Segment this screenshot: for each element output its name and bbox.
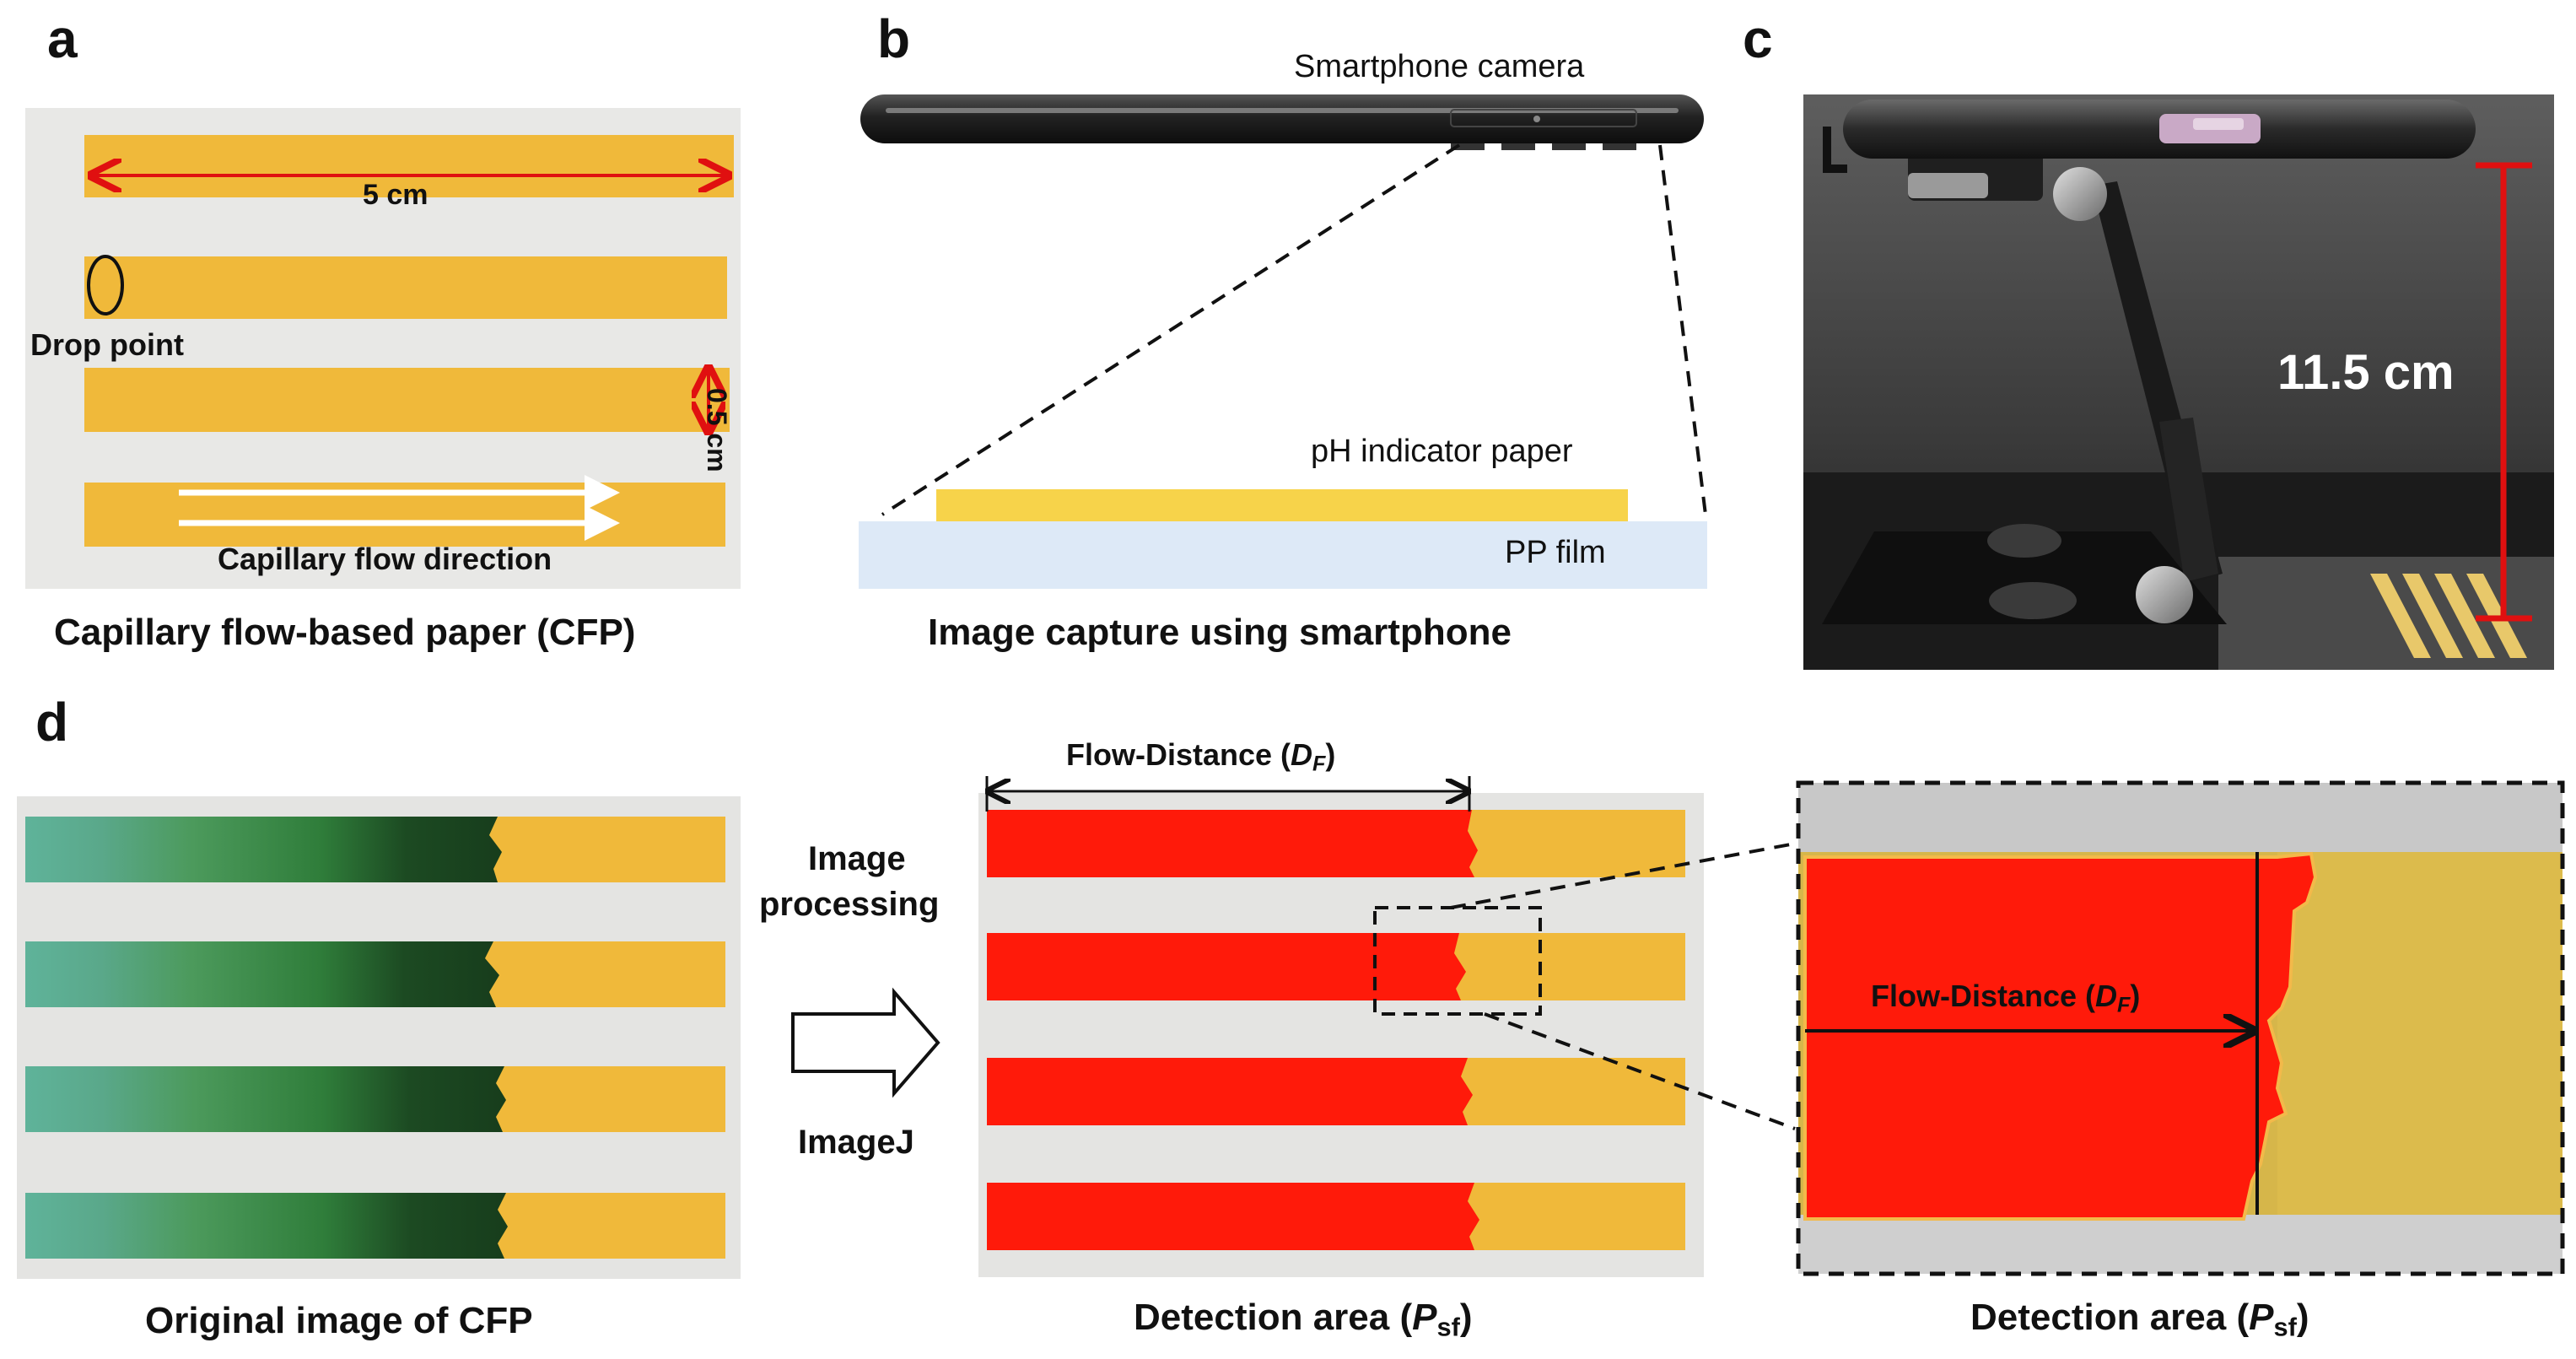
panel-d-zoom <box>1796 780 2565 1276</box>
panel-letter-c: c <box>1743 8 1773 69</box>
detection-caption-middle: Detection area (Psf) <box>1134 1299 1473 1340</box>
panel-d-original <box>17 796 741 1279</box>
zoom-connector-top <box>1450 842 1796 909</box>
detection-suffix-right: ) <box>2296 1297 2309 1338</box>
panel-letter-d: d <box>35 692 69 752</box>
panel-letter-b: b <box>877 8 911 69</box>
panel-b-caption: Image capture using smartphone <box>928 612 1512 653</box>
indicator-paper-label: pH indicator paper <box>1311 434 1573 469</box>
panel-c-photo <box>1803 94 2554 670</box>
panel-letter-a: a <box>47 8 78 69</box>
detection-prefix: Detection area ( <box>1134 1297 1413 1338</box>
original-caption: Original image of CFP <box>145 1300 533 1341</box>
panel-d-detection <box>978 776 1704 1277</box>
detection-strip-1 <box>987 810 1685 877</box>
drop-point-label: Drop point <box>30 327 184 362</box>
original-strip-2 <box>25 941 725 1007</box>
height-label: 11.5 cm <box>2277 345 2455 400</box>
original-strip-4 <box>25 1193 725 1259</box>
original-strip-1 <box>25 817 725 882</box>
camera-dot <box>1533 116 1540 122</box>
zoom-flow-distance-label: Flow-Distance (DF) <box>1871 979 2140 1017</box>
stand-base <box>1822 531 2227 624</box>
length-label: 5 cm <box>363 179 428 211</box>
flow-distance-symbol: D <box>1291 737 1313 772</box>
zoom-flow-distance-prefix: Flow-Distance ( <box>1871 979 2096 1013</box>
drop-point-ellipse <box>87 255 124 315</box>
process-label-line1: Image <box>808 840 906 877</box>
table-strip-2 <box>2402 574 2463 658</box>
panel-b-schematic <box>859 94 1707 589</box>
camera-label: Smartphone camera <box>1294 49 1585 84</box>
zoom-flow-distance-subscript: F <box>2117 993 2131 1017</box>
panel-a-caption: Capillary flow-based paper (CFP) <box>54 612 636 653</box>
zoom-flow-distance-symbol: D <box>2095 979 2118 1013</box>
detection-prefix-right: Detection area ( <box>1970 1297 2250 1338</box>
zoom-connector-bottom <box>1484 1012 1796 1130</box>
zoom-selection-box <box>1373 906 1542 1016</box>
flow-distance-suffix: ) <box>1325 737 1336 772</box>
original-strip-3 <box>25 1066 725 1132</box>
projection-line-left <box>881 143 1461 516</box>
flow-distance-prefix: Flow-Distance ( <box>1066 737 1291 772</box>
pp-film <box>859 521 1707 589</box>
strip-a-2 <box>84 256 727 319</box>
projection-line-right <box>1658 144 1707 515</box>
detection-strip-2 <box>987 933 1685 1000</box>
hinge-knob-top <box>2053 167 2107 221</box>
width-label: 0.5 cm <box>702 388 732 472</box>
detection-strip-4 <box>987 1183 1685 1250</box>
detection-symbol: P <box>1412 1297 1437 1338</box>
zoom-frame <box>1796 780 2565 1276</box>
ph-indicator-paper <box>936 489 1628 521</box>
smartphone-side <box>860 94 1704 143</box>
imagej-label: ImageJ <box>798 1124 914 1161</box>
detection-subscript-right: sf <box>2273 1312 2297 1342</box>
hinge-knob-bottom <box>2136 566 2193 623</box>
detection-subscript: sf <box>1436 1312 1460 1342</box>
flow-distance-subscript: F <box>1312 752 1326 776</box>
panel-a-photo <box>25 108 741 589</box>
detection-caption-right: Detection area (Psf) <box>1970 1299 2309 1340</box>
detection-symbol-right: P <box>2249 1297 2274 1338</box>
zoom-flow-distance-suffix: ) <box>2130 979 2141 1013</box>
pp-film-label: PP film <box>1505 535 1606 570</box>
detection-strip-3 <box>987 1058 1685 1125</box>
detection-suffix: ) <box>1459 1297 1473 1338</box>
strip-a-3 <box>84 368 730 432</box>
flow-direction-label: Capillary flow direction <box>218 542 552 576</box>
table-strip-3 <box>2434 574 2495 658</box>
zoom-detection-region <box>1803 851 2318 1221</box>
table-strip-1 <box>2370 574 2431 658</box>
process-label-line2: processing <box>759 886 940 923</box>
flow-distance-label: Flow-Distance (DF) <box>1066 737 1335 776</box>
process-arrow-icon <box>791 987 940 1098</box>
